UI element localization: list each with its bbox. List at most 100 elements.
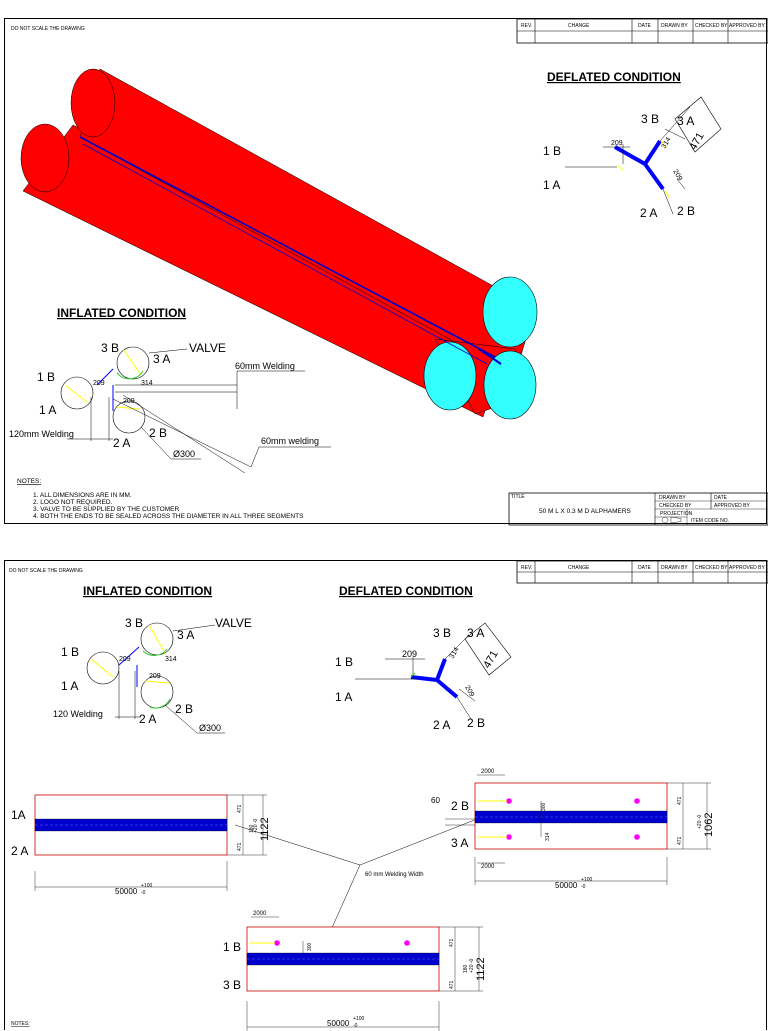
strip-left-length: 50000 — [115, 887, 138, 896]
deflated2-2a: 2 A — [433, 718, 450, 732]
strip-right-d60: 60 — [431, 796, 440, 805]
rev-header-2: REV. — [521, 565, 532, 571]
deflated-heading-2: DEFLATED CONDITION — [339, 584, 473, 598]
notes-heading: NOTES: — [17, 478, 41, 485]
inflated2-1a: 1 A — [61, 679, 78, 693]
deflated2-dim-471: 471 — [481, 649, 501, 671]
note-3: 3. VALVE TO BE SUPPLIED BY THE CUSTOMER — [33, 506, 179, 513]
inflated-heading: INFLATED CONDITION — [57, 306, 186, 320]
inflated-3b: 3 B — [101, 341, 119, 355]
deflated-heading: DEFLATED CONDITION — [547, 70, 681, 84]
note-1: 1. ALL DIMENSIONS ARE IN MM. — [33, 492, 132, 499]
deflated-dim-471: 471 — [687, 131, 707, 153]
change-header-2: CHANGE — [568, 565, 590, 571]
inflated-heading-2: INFLATED CONDITION — [83, 584, 212, 598]
notes-heading-2: NOTES: — [11, 1021, 30, 1027]
strip-right-d2000a: 2000 — [481, 769, 495, 775]
inflated-diagram-2: INFLATED CONDITION 3 B 3 A VALVE 1 B 1 A… — [53, 584, 252, 734]
strip-right-top-label: 2 B — [451, 799, 469, 813]
strip-left-bottom-label: 2 A — [11, 844, 28, 858]
valve-marker — [404, 940, 410, 946]
strip-bottom-tol-plus: +100 — [353, 1016, 364, 1022]
drawn-by-header: DRAWN BY — [661, 23, 688, 29]
callout-60mm-welding-2: 60mm welding — [261, 436, 319, 446]
tube-end-left — [423, 341, 477, 411]
valve-marker — [274, 940, 280, 946]
strip-right-tol-plus: +100 — [581, 877, 592, 883]
deflated-1a: 1 A — [543, 178, 560, 192]
inflated-1b: 1 B — [37, 370, 55, 384]
date-header-2: DATE — [638, 565, 652, 571]
title-block: TITLE 50 M L X 0.3 M D ALPHAMERS DRAWN B… — [508, 492, 768, 526]
inflated2-3b: 3 B — [125, 616, 143, 630]
title-label: TITLE — [511, 494, 525, 500]
deflated2-1b: 1 B — [335, 655, 353, 669]
strip-right-d314: 314 — [545, 832, 551, 841]
strip-left-tol-minus: -0 — [141, 890, 146, 896]
deflated-2a: 2 A — [640, 206, 657, 220]
deflated2-3a: 3 A — [467, 626, 484, 640]
strip-left-w-tol: +20 -0 — [253, 818, 259, 833]
revision-block-2: REV. CHANGE DATE DRAWN BY CHECKED BY APP… — [516, 560, 768, 584]
inflated-1a: 1 A — [39, 403, 56, 417]
tube-end-top — [482, 276, 538, 348]
projection-symbol-icon — [661, 516, 669, 524]
strip-right-width: 1062 — [703, 813, 715, 837]
strip-left-small2: 471 — [237, 842, 243, 851]
checked-by-header: CHECKED BY — [695, 23, 728, 29]
rev-header: REV. — [521, 23, 532, 29]
deflated2-1a: 1 A — [335, 690, 352, 704]
deflated-diagram-2: DEFLATED CONDITION 1 B 1 A 3 B 3 A 2 A 2… — [335, 584, 512, 732]
inflated2-dim-314: 314 — [165, 656, 177, 663]
callout-60mm-welding: 60mm Welding — [235, 361, 295, 371]
tb-date: DATE — [714, 495, 728, 501]
deflated-1b: 1 B — [543, 144, 561, 158]
do-not-scale-note-2: DO NOT SCALE THE DRAWING — [9, 568, 83, 574]
strip-bottom: 1 B 3 B 2000 300 1122 +20 -0 471 471 180… — [223, 911, 487, 1031]
approved-by-header-2: APPROVED BY — [729, 565, 766, 571]
strip-right-small2: 471 — [677, 836, 683, 845]
note-2: 2. LOGO NOT REQUIRED. — [33, 499, 113, 506]
strip-right-w-tol: +20 -0 — [697, 814, 703, 829]
drawing-sheet-2: DO NOT SCALE THE DRAWING REV. CHANGE DAT… — [4, 560, 768, 1031]
valve-marker — [506, 798, 512, 804]
strip-right: 2 B 3 A 60 2000 2000 314 300 50000 +100 … — [431, 769, 715, 890]
deflated-3a: 3 A — [677, 114, 694, 128]
deflated-diagram-1: DEFLATED CONDITION 1 B 1 A 3 B 3 A 2 A 2… — [543, 70, 722, 220]
valve-marker — [634, 834, 640, 840]
callout-120mm-welding: 120mm Welding — [9, 429, 74, 439]
strip-right-d2000b: 2000 — [481, 864, 495, 870]
inflated2-2a: 2 A — [139, 712, 156, 726]
tube-end-right — [483, 350, 537, 420]
strip-left-tol-plus: +100 — [141, 883, 152, 889]
tb-checked-by: CHECKED BY — [659, 503, 692, 509]
inflated-dim-209a: 209 — [93, 380, 105, 387]
note-4: 4. BOTH THE ENDS TO BE SEALED ACROSS THE… — [33, 513, 304, 520]
drawn-by-header-2: DRAWN BY — [661, 565, 688, 571]
valve-marker — [634, 798, 640, 804]
weld-width-callout: 60 mm Welding Width — [234, 818, 478, 940]
valve-marker — [506, 834, 512, 840]
deflated2-dim-314: 314 — [449, 646, 461, 660]
inflated2-2b: 2 B — [175, 702, 193, 716]
drawing-title: 50 M L X 0.3 M D ALPHAMERS — [539, 508, 632, 515]
deflated2-3b: 3 B — [433, 626, 451, 640]
tb-approved-by: APPROVED BY — [714, 503, 751, 509]
strip-left-small1: 471 — [237, 804, 243, 813]
strip-right-tol-minus: -0 — [581, 884, 586, 890]
inflated-dim-209b: 209 — [123, 398, 135, 405]
notes-block-1: NOTES: 1. ALL DIMENSIONS ARE IN MM. 2. L… — [17, 478, 304, 520]
strip-left-top-label: 1A — [11, 808, 26, 822]
inflated-3a: 3 A — [153, 352, 170, 366]
change-header: CHANGE — [568, 23, 590, 29]
approved-by-header: APPROVED BY — [729, 23, 766, 29]
deflated2-2b: 2 B — [467, 716, 485, 730]
strip-right-small1: 471 — [677, 796, 683, 805]
strip-right-d300: 300 — [541, 802, 547, 811]
deflated-dim-209b: 209 — [671, 169, 683, 183]
tube-assembly-3d — [20, 68, 538, 420]
strip-bottom-d300: 300 — [307, 942, 313, 951]
valve-label: VALVE — [189, 341, 226, 355]
inflated2-dia: Ø300 — [199, 723, 221, 733]
strip-bottom-small1: 471 — [449, 938, 455, 947]
